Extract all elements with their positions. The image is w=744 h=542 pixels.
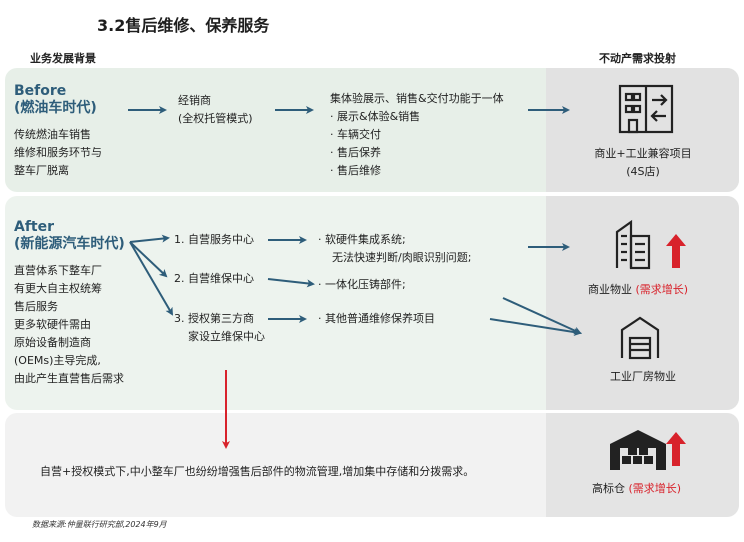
- warehouse-demand-tag: (需求增长): [628, 482, 682, 495]
- before-result: 商业+工业兼容项目 (4S店): [548, 145, 738, 181]
- factory-icon: [620, 316, 660, 360]
- after-desc-line: 由此产生直营售后需求: [14, 372, 124, 385]
- before-desc-line: 传统燃油车销售: [14, 128, 91, 141]
- red-up-arrow-icon: [666, 234, 686, 268]
- requirement-line: · 软硬件集成系统;: [318, 233, 406, 246]
- commercial-demand-tag: (需求增长): [635, 283, 689, 296]
- requirement-line: 无法快速判断/肉眼识别问题;: [332, 251, 472, 264]
- before-desc-line: 整车厂脱离: [14, 164, 69, 177]
- before-functions: 集体验展示、销售&交付功能于一体 · 展示&体验&销售 · 车辆交付 · 售后保…: [330, 90, 504, 180]
- function-item: · 展示&体验&销售: [330, 110, 421, 123]
- red-up-arrow-icon: [666, 432, 686, 466]
- before-heading: Before (燃油车时代): [14, 83, 97, 117]
- requirement-general: · 其他普通维修保养项目: [318, 312, 435, 325]
- flow-arrow: [502, 297, 582, 335]
- option-self-service: 1. 自营服务中心: [174, 233, 254, 246]
- branch-arrow: [129, 241, 168, 278]
- dealer-mode: (全权托管模式): [178, 112, 253, 125]
- before-heading-1: Before: [14, 83, 67, 99]
- after-description: 直营体系下整车厂 有更大自主权统筹 售后服务 更多软硬件需由 原始设备制造商 (…: [14, 262, 124, 388]
- dealer-label: 经销商: [178, 94, 211, 107]
- before-result-line1: 商业+工业兼容项目: [594, 147, 692, 160]
- after-desc-line: 有更大自主权统筹: [14, 282, 102, 295]
- right-header: 不动产需求投射: [599, 52, 676, 65]
- after-desc-line: 直营体系下整车厂: [14, 264, 102, 277]
- requirement-software: · 软硬件集成系统; 无法快速判断/肉眼识别问题;: [318, 231, 471, 267]
- before-result-line2: (4S店): [626, 165, 660, 178]
- bottom-panel: [5, 413, 739, 517]
- industrial-property-label: 工业厂房物业: [610, 370, 676, 383]
- function-item: · 售后保养: [330, 146, 381, 159]
- after-desc-line: 原始设备制造商: [14, 336, 91, 349]
- page-title: 3.2售后维修、保养服务: [97, 16, 270, 35]
- option3-line2: 家设立维保中心: [188, 330, 265, 343]
- left-header: 业务发展背景: [30, 52, 96, 65]
- branch-arrow: [129, 234, 170, 243]
- before-description: 传统燃油车销售 维修和服务环节与 整车厂脱离: [14, 126, 102, 180]
- after-heading: After (新能源汽车时代): [14, 219, 125, 253]
- before-desc-line: 维修和服务环节与: [14, 146, 102, 159]
- warehouse-label: 高标仓: [592, 482, 625, 495]
- option3-line1: 3. 授权第三方商: [174, 312, 254, 325]
- before-dealer: 经销商 (全权托管模式): [178, 92, 253, 128]
- warehouse-result: 高标仓 (需求增长): [592, 480, 681, 498]
- flow-arrow: [489, 318, 582, 337]
- commercial-property-result: 商业物业 (需求增长): [588, 281, 688, 299]
- commercial-property-label: 商业物业: [588, 283, 632, 296]
- building-swap-icon: [618, 84, 674, 134]
- before-heading-2: (燃油车时代): [14, 100, 97, 116]
- flow-arrow: [267, 278, 315, 288]
- before-panel: [5, 68, 739, 192]
- after-desc-line: (OEMs)主导完成,: [14, 354, 101, 367]
- source-note: 数据来源:仲量联行研究部,2024年9月: [32, 520, 167, 529]
- warehouse-icon: [610, 430, 666, 470]
- option-authorized-third-party: 3. 授权第三方商 家设立维保中心: [174, 310, 265, 346]
- after-result-area: [546, 196, 739, 410]
- after-heading-1: After: [14, 219, 55, 235]
- after-desc-line: 更多软硬件需由: [14, 318, 91, 331]
- bottom-conclusion: 自营+授权模式下,中小整车厂也纷纷增强售后部件的物流管理,增加集中存储和分拨需求…: [40, 465, 475, 478]
- after-desc-line: 售后服务: [14, 300, 58, 313]
- function-item: · 车辆交付: [330, 128, 381, 141]
- after-heading-2: (新能源汽车时代): [14, 236, 125, 252]
- option-self-maintenance: 2. 自营维保中心: [174, 272, 254, 285]
- requirement-casting: · 一体化压铸部件;: [318, 278, 406, 291]
- function-item: · 售后维修: [330, 164, 381, 177]
- office-building-icon: [615, 219, 651, 270]
- branch-arrow: [129, 241, 174, 316]
- functions-title: 集体验展示、销售&交付功能于一体: [330, 92, 504, 105]
- before-result-area: [546, 68, 739, 192]
